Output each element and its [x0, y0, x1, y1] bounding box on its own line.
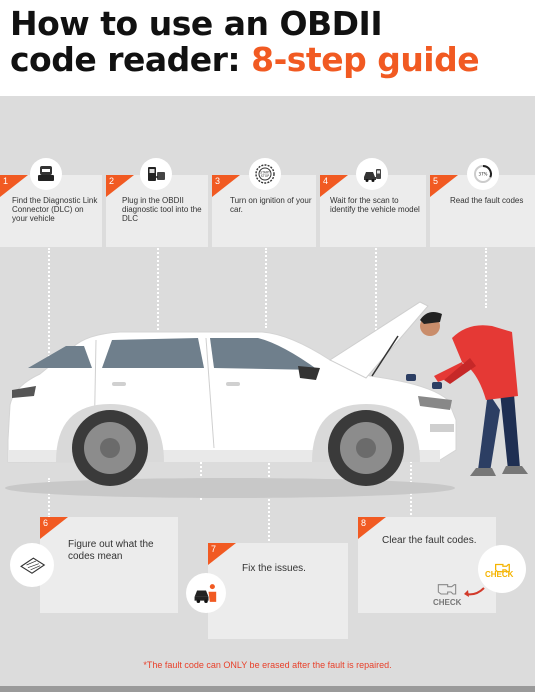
connector-line — [485, 248, 487, 308]
step-text: Turn on ignition of your car. — [230, 196, 312, 214]
mechanic-icon — [186, 573, 226, 613]
step-text: Wait for the scan to identify the vehicl… — [330, 196, 420, 214]
step-number: 6 — [40, 517, 68, 539]
progress-label: 37% — [479, 172, 488, 177]
step-number: 5 — [430, 175, 458, 197]
connector-line — [48, 478, 50, 518]
svg-text:STOP: STOP — [261, 174, 269, 178]
car-scene — [5, 301, 528, 498]
title-line-2: code reader: 8-step guide — [10, 40, 480, 79]
step-text: Find the Diagnostic Link Connector (DLC)… — [12, 196, 98, 223]
car-shadow — [5, 478, 455, 498]
connector-line — [265, 248, 267, 328]
bottom-bar — [0, 686, 535, 692]
arrow-icon — [464, 587, 485, 597]
step-card-6: 6 Figure out what the codes mean — [40, 517, 178, 613]
connector-line — [48, 248, 50, 368]
title-prefix: code reader: — [10, 40, 252, 79]
header: How to use an OBDII code reader: 8-step … — [0, 0, 535, 96]
connector-line — [410, 430, 412, 515]
mechanic-figure — [406, 312, 528, 476]
step-number: 4 — [320, 175, 348, 197]
check-engine-icon — [478, 545, 526, 593]
step-text: Figure out what the codes mean — [68, 539, 154, 562]
step-card-8: 8 Clear the fault codes. — [358, 517, 496, 613]
check-label-off: CHECK — [433, 598, 462, 607]
step-text: Fix the issues. — [242, 563, 306, 574]
title-line-1: How to use an OBDII — [10, 4, 383, 43]
connector-icon — [30, 158, 62, 190]
footnote: *The fault code can ONLY be erased after… — [143, 660, 392, 670]
check-label-on: CHECK — [485, 570, 514, 579]
title-accent: 8-step guide — [251, 40, 480, 79]
step-text: Plug in the OBDII diagnostic tool into t… — [122, 196, 202, 223]
step-number: 3 — [212, 175, 240, 197]
step-card-7: 7 Fix the issues. — [208, 543, 348, 639]
svg-text:START: START — [260, 171, 270, 175]
car-window-middle — [102, 338, 204, 368]
document-icon — [10, 543, 54, 587]
car-window-rear — [28, 346, 92, 368]
step-number: 2 — [106, 175, 134, 197]
step-text: Read the fault codes — [450, 196, 524, 205]
scan-tool-icon — [140, 158, 172, 190]
progress-icon: 37% — [467, 158, 499, 190]
page-title: How to use an OBDII code reader: 8-step … — [10, 4, 480, 79]
connector-line — [375, 248, 377, 338]
step-text: Clear the fault codes. — [382, 535, 477, 546]
car-window-front — [210, 338, 318, 370]
car-scan-icon — [356, 158, 388, 190]
check-engine-off-icon — [432, 582, 466, 598]
step-number: 1 — [0, 175, 28, 197]
car-hood-open — [328, 301, 429, 379]
step-number: 7 — [208, 543, 236, 565]
connector-line — [157, 248, 159, 358]
